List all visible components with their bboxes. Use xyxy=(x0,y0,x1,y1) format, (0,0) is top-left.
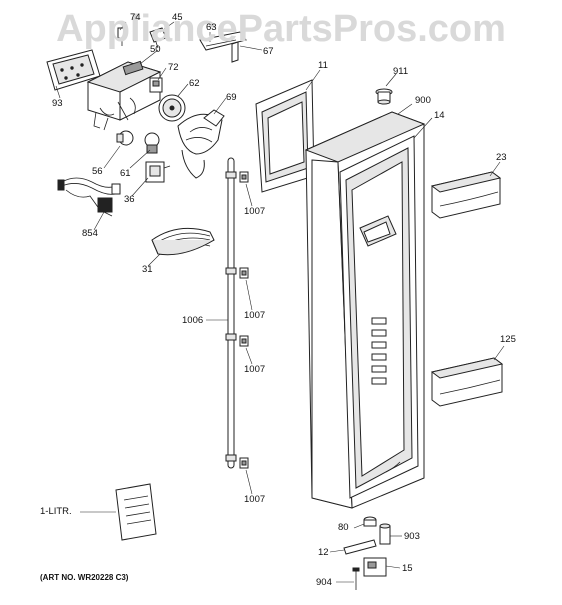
callout-72[interactable]: 72 xyxy=(168,62,179,73)
part-12-hinge-plate[interactable] xyxy=(343,539,377,555)
part-56-bulb[interactable] xyxy=(116,130,134,146)
part-11-panel[interactable] xyxy=(255,79,315,193)
part-903-pin[interactable] xyxy=(379,523,391,545)
part-1007-clip-b[interactable] xyxy=(239,267,249,279)
part-80-bushing[interactable] xyxy=(363,516,377,527)
callout-14[interactable]: 14 xyxy=(434,110,445,121)
callout-31[interactable]: 31 xyxy=(142,264,153,275)
part-1006-rod[interactable] xyxy=(225,157,237,469)
callout-911[interactable]: 911 xyxy=(393,66,409,77)
callout-62[interactable]: 62 xyxy=(189,78,200,89)
part-1007-clip-a[interactable] xyxy=(239,171,249,183)
callout-74[interactable]: 74 xyxy=(130,12,141,23)
part-854-harness[interactable] xyxy=(57,177,121,217)
part-62-motor[interactable] xyxy=(158,94,186,122)
callout-12[interactable]: 12 xyxy=(318,547,329,558)
literature-booklet[interactable] xyxy=(115,483,157,541)
callout-125[interactable]: 125 xyxy=(500,334,516,345)
callout-1007-c[interactable]: 1007 xyxy=(244,364,266,375)
callout-63[interactable]: 63 xyxy=(206,22,217,33)
part-14-liner[interactable] xyxy=(339,135,419,499)
part-45-clip[interactable] xyxy=(149,27,167,49)
part-72-switch[interactable] xyxy=(149,77,163,93)
part-23-bin[interactable] xyxy=(430,171,502,219)
callout-11[interactable]: 11 xyxy=(318,60,328,71)
part-904-screw[interactable] xyxy=(352,567,360,590)
callout-1007-d[interactable]: 1007 xyxy=(244,494,266,505)
part-69-auger[interactable] xyxy=(177,109,225,179)
callout-904[interactable]: 904 xyxy=(316,577,332,588)
callout-23[interactable]: 23 xyxy=(496,152,507,163)
callout-36[interactable]: 36 xyxy=(124,194,135,205)
part-911-cap[interactable] xyxy=(375,88,393,105)
callout-50[interactable]: 50 xyxy=(150,44,161,55)
callout-1006[interactable]: 1006 xyxy=(182,315,204,326)
callout-80[interactable]: 80 xyxy=(338,522,349,533)
callout-1007-a[interactable]: 1007 xyxy=(244,206,266,217)
callout-900[interactable]: 900 xyxy=(415,95,431,106)
part-1007-clip-c[interactable] xyxy=(239,335,249,347)
callout-1007-b[interactable]: 1007 xyxy=(244,310,266,321)
art-number: (ART NO. WR20228 C3) xyxy=(40,573,129,582)
part-1007-clip-d[interactable] xyxy=(239,457,249,469)
part-61-socket[interactable] xyxy=(144,132,160,154)
callout-45[interactable]: 45 xyxy=(172,12,183,23)
callout-93[interactable]: 93 xyxy=(52,98,63,109)
part-93-bracket[interactable] xyxy=(46,49,101,91)
part-15-hinge-block[interactable] xyxy=(363,557,387,577)
part-63-bracket[interactable] xyxy=(199,31,247,63)
part-125-bin[interactable] xyxy=(430,357,504,407)
leader-lines xyxy=(55,21,505,583)
part-31-grille[interactable] xyxy=(151,227,215,256)
part-74-fitting[interactable] xyxy=(117,27,127,46)
callout-1-litr[interactable]: 1-LITR. xyxy=(40,506,72,517)
callout-15[interactable]: 15 xyxy=(402,563,413,574)
callout-67[interactable]: 67 xyxy=(263,46,274,57)
callout-69[interactable]: 69 xyxy=(226,92,237,103)
callout-903[interactable]: 903 xyxy=(404,531,420,542)
callout-61[interactable]: 61 xyxy=(120,168,131,179)
callout-56[interactable]: 56 xyxy=(92,166,103,177)
callout-854[interactable]: 854 xyxy=(82,228,98,239)
part-36-switch[interactable] xyxy=(145,161,171,183)
